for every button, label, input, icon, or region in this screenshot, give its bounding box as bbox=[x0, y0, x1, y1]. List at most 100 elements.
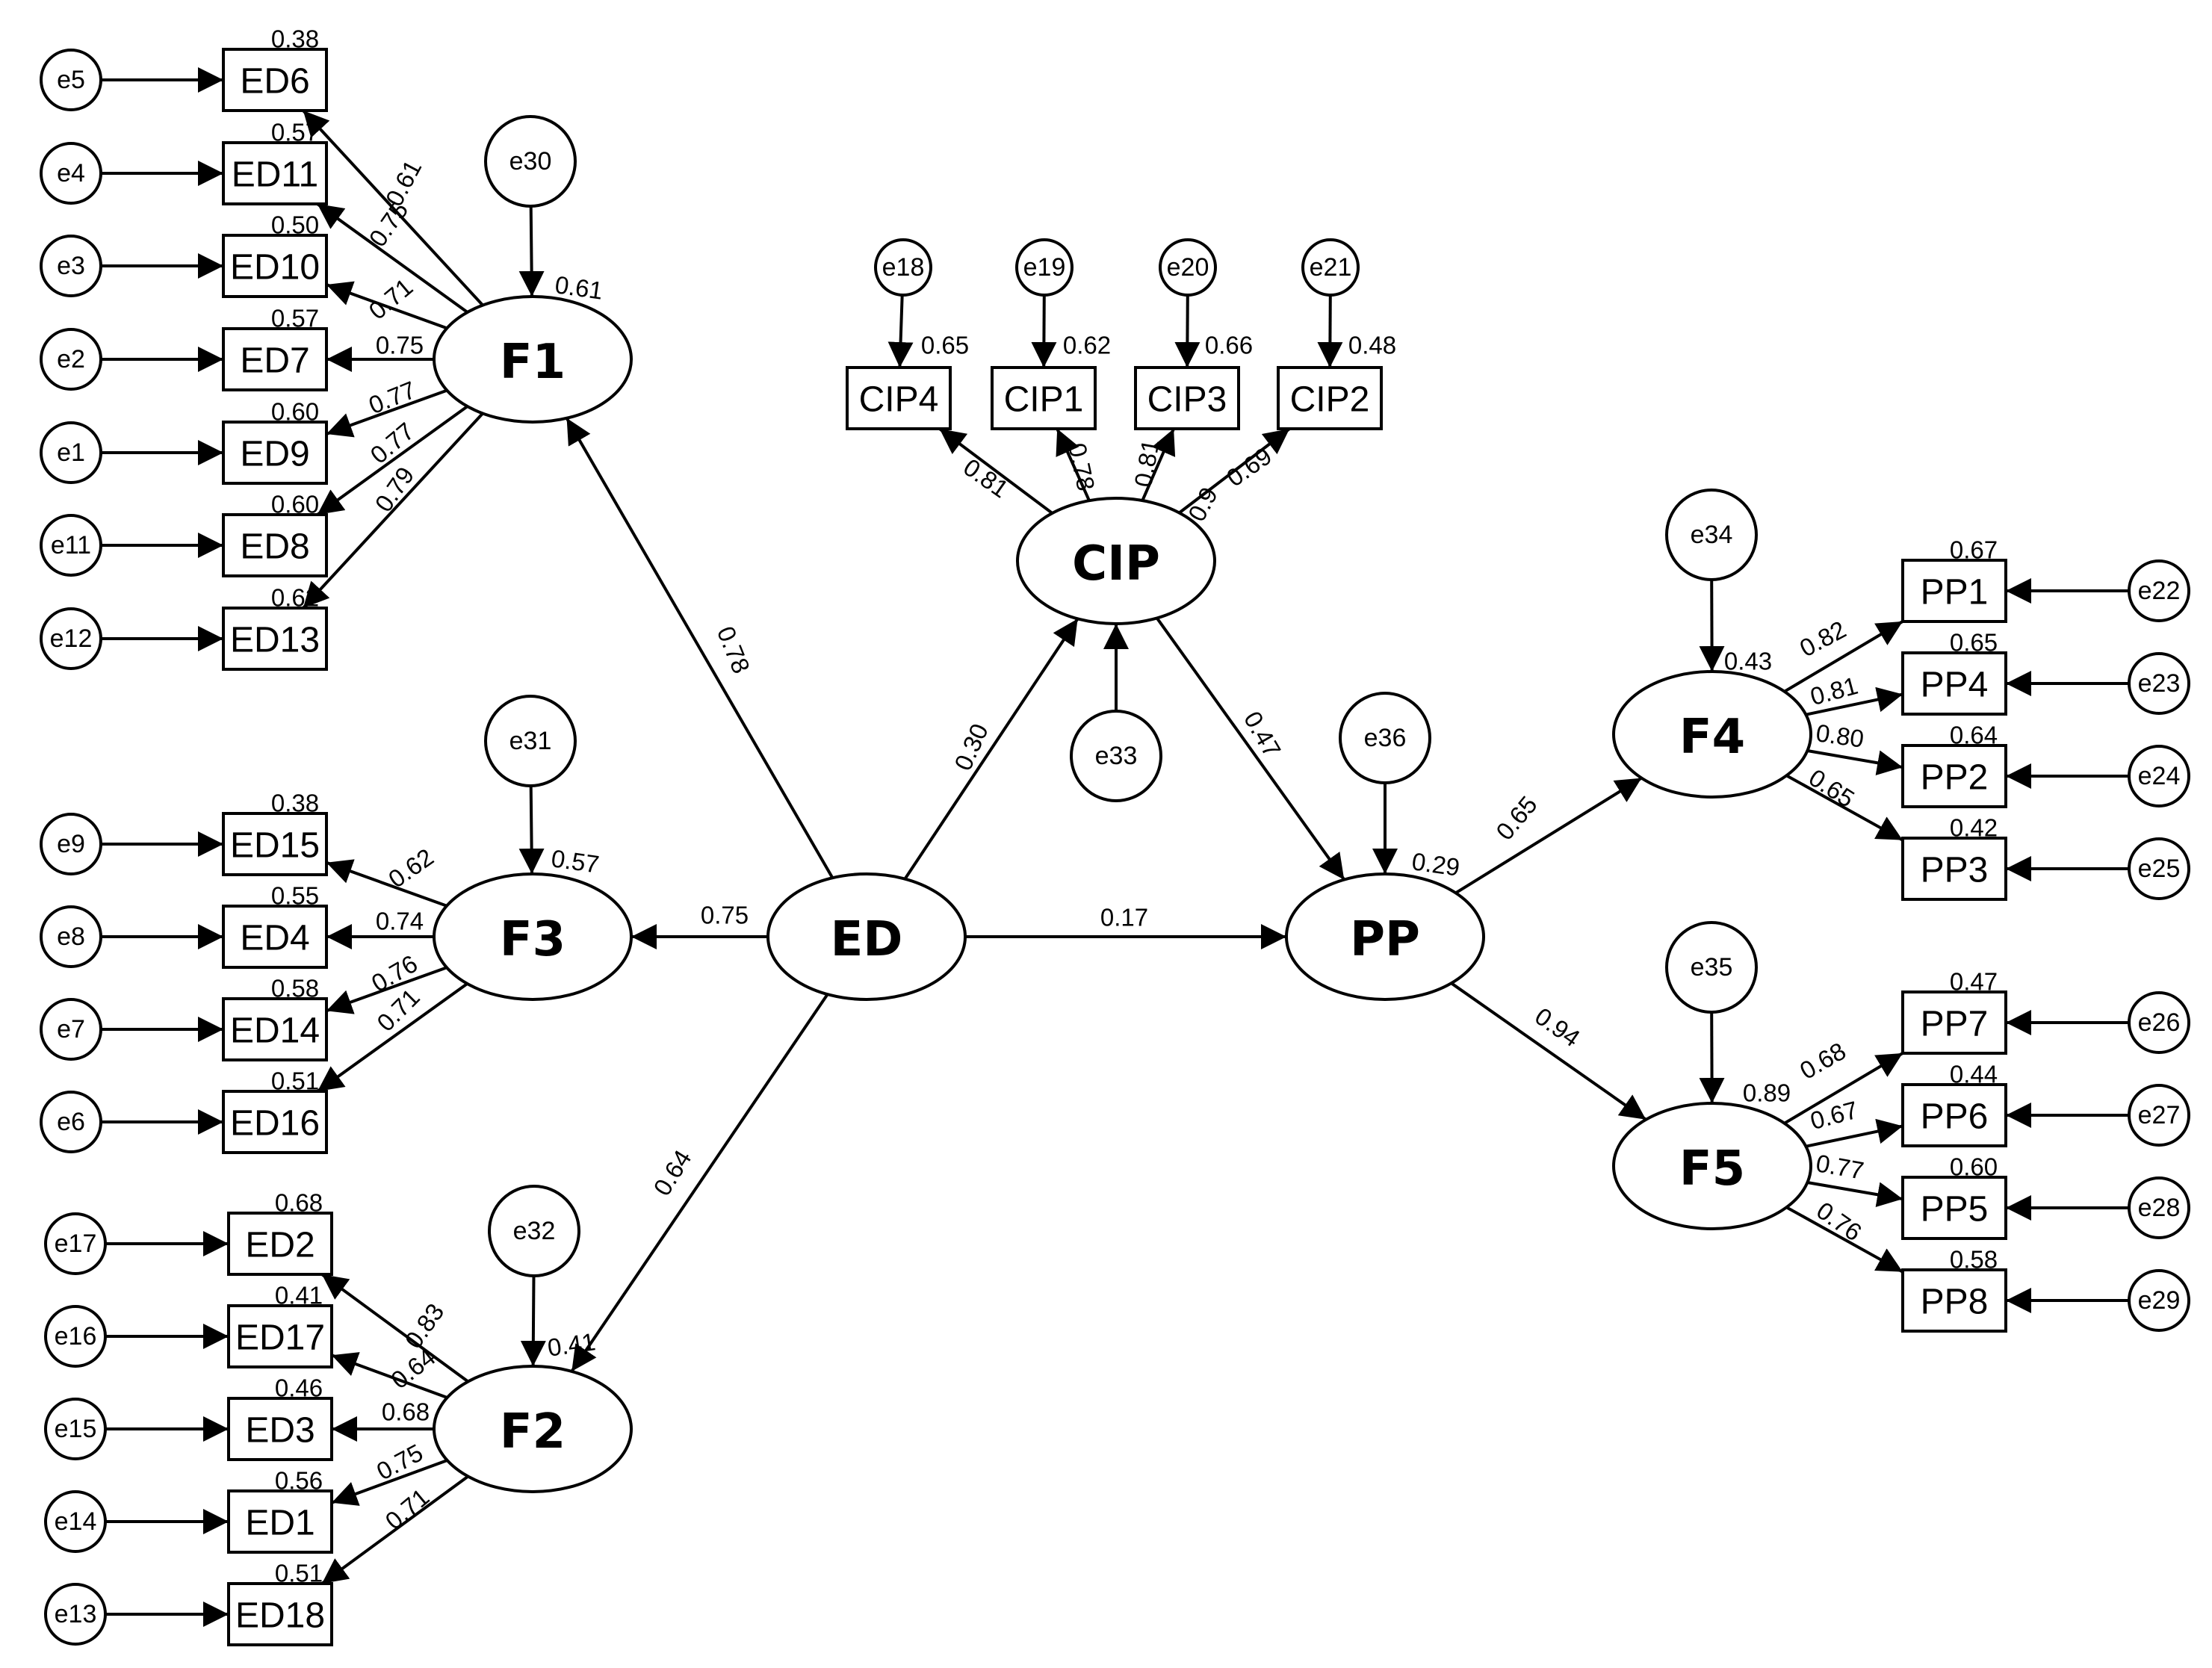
indicator-label-ED2: ED2 bbox=[245, 1226, 315, 1265]
error-label-e14: e14 bbox=[55, 1507, 97, 1536]
loading-value-PP6: 0.67 bbox=[1807, 1096, 1861, 1135]
latent-node-ED bbox=[766, 872, 967, 1001]
labels-layer: e5e4e3e2e1e11e12e9e8e7e6e17e16e15e14e13e… bbox=[50, 25, 2181, 1636]
error-path-e34-to-F4 bbox=[1699, 579, 1725, 672]
r-squared-CIP4: 0.65 bbox=[921, 332, 969, 359]
loading-value-PP3: 0.65 bbox=[1804, 763, 1859, 813]
path-coefficient-ED-to-PP: 0.17 bbox=[1100, 904, 1148, 931]
indicator-box-PP6 bbox=[1901, 1083, 2007, 1147]
latent-label-F1: F1 bbox=[500, 335, 566, 390]
indicator-label-PP7: PP7 bbox=[1921, 1005, 1989, 1044]
loading-path-F3-to-ED15 bbox=[326, 859, 447, 908]
latent-label-F4: F4 bbox=[1679, 710, 1745, 765]
error-label-e21: e21 bbox=[1310, 253, 1352, 282]
indicator-label-ED16: ED16 bbox=[230, 1104, 320, 1144]
structural-path-ED-to-CIP bbox=[903, 618, 1079, 880]
indicator-box-CIP2 bbox=[1277, 366, 1383, 430]
loading-path-F4-to-PP4 bbox=[1805, 686, 1903, 716]
r-squared-ED13: 0.62 bbox=[271, 584, 319, 612]
structural-path-PP-to-F4 bbox=[1454, 776, 1643, 895]
indicator-box-PP2 bbox=[1901, 744, 2007, 808]
error-node-e12 bbox=[40, 607, 102, 670]
indicator-box-ED4 bbox=[222, 905, 328, 969]
indicator-box-ED3 bbox=[227, 1397, 333, 1461]
error-label-e20: e20 bbox=[1167, 253, 1209, 282]
loading-path-F1-to-ED10 bbox=[326, 281, 447, 330]
latent-label-F3: F3 bbox=[500, 912, 566, 967]
error-label-e16: e16 bbox=[55, 1322, 97, 1351]
indicator-box-ED18 bbox=[227, 1582, 333, 1646]
error-node-e14 bbox=[44, 1490, 107, 1553]
indicator-label-CIP3: CIP3 bbox=[1147, 380, 1227, 420]
loading-path-F1-to-ED9 bbox=[326, 388, 447, 438]
error-node-e8 bbox=[40, 905, 102, 968]
loading-path-F4-to-PP1 bbox=[1783, 620, 1904, 693]
loading-path-F2-to-ED18 bbox=[320, 1475, 469, 1585]
r-squared-ED17: 0.41 bbox=[275, 1282, 323, 1309]
r-squared-ED8: 0.60 bbox=[271, 491, 319, 518]
indicator-label-ED13: ED13 bbox=[230, 621, 320, 660]
indicator-label-ED7: ED7 bbox=[240, 341, 309, 381]
error-node-e4 bbox=[40, 142, 102, 205]
loading-value-ED14: 0.76 bbox=[367, 949, 422, 997]
loading-value-CIP1: 0.78 bbox=[1063, 441, 1100, 494]
latent-node-CIP bbox=[1016, 497, 1216, 625]
error-label-e3: e3 bbox=[57, 252, 85, 280]
r-squared-CIP3: 0.66 bbox=[1205, 332, 1253, 359]
error-label-e32: e32 bbox=[513, 1217, 556, 1245]
loading-path-F2-to-ED17 bbox=[331, 1352, 448, 1399]
indicator-box-ED2 bbox=[227, 1212, 333, 1276]
indicator-label-ED8: ED8 bbox=[240, 527, 309, 567]
error-label-e1: e1 bbox=[57, 438, 85, 467]
r-squared-ED1: 0.56 bbox=[275, 1467, 323, 1495]
r-squared-CIP1: 0.62 bbox=[1063, 332, 1111, 359]
loading-path-F1-to-ED13 bbox=[302, 412, 484, 610]
indicator-box-ED15 bbox=[222, 812, 328, 876]
path-coefficient-ED-to-F1: 0.78 bbox=[712, 622, 755, 677]
error-node-e33 bbox=[1070, 710, 1162, 802]
structural-path-ED-to-F1 bbox=[565, 417, 834, 879]
loading-path-CIP-to-CIP1 bbox=[1056, 428, 1091, 502]
error-label-e22: e22 bbox=[2138, 577, 2181, 605]
error-node-e32 bbox=[488, 1185, 580, 1277]
latent-node-F4 bbox=[1612, 670, 1812, 799]
r-squared-F5: 0.89 bbox=[1743, 1079, 1791, 1107]
loading-path-CIP-to-CIP3 bbox=[1141, 428, 1176, 501]
loading-path-F1-to-ED8 bbox=[316, 405, 468, 516]
error-path-e18-to-CIP4 bbox=[887, 294, 914, 368]
r-squared-F1: 0.61 bbox=[554, 270, 605, 305]
path-coefficient-ED-to-CIP: 0.30 bbox=[949, 719, 994, 775]
r-squared-PP3: 0.42 bbox=[1950, 814, 1998, 842]
loading-value-ED4: 0.74 bbox=[376, 908, 424, 935]
latent-node-PP bbox=[1285, 872, 1485, 1001]
error-path-e35-to-F5 bbox=[1699, 1011, 1725, 1104]
r-squared-ED15: 0.38 bbox=[271, 790, 319, 817]
r-squared-PP8: 0.58 bbox=[1950, 1246, 1998, 1274]
r-squared-ED4: 0.55 bbox=[271, 882, 319, 910]
error-node-e7 bbox=[40, 998, 102, 1061]
loading-value-CIP2: 0.69 bbox=[1221, 441, 1277, 492]
error-label-e15: e15 bbox=[55, 1415, 97, 1443]
r-squared-PP1: 0.67 bbox=[1950, 536, 1998, 564]
indicator-box-PP7 bbox=[1901, 990, 2007, 1055]
indicator-box-ED6 bbox=[222, 48, 328, 112]
latent-node-F3 bbox=[433, 872, 633, 1001]
error-label-e35: e35 bbox=[1691, 953, 1733, 982]
indicator-box-ED1 bbox=[227, 1489, 333, 1554]
error-label-e30: e30 bbox=[509, 147, 552, 176]
indicator-box-ED14 bbox=[222, 997, 328, 1061]
indicator-box-CIP3 bbox=[1134, 366, 1240, 430]
loading-path-F3-to-ED16 bbox=[316, 982, 468, 1093]
error-label-e31: e31 bbox=[509, 727, 552, 755]
indicator-label-PP4: PP4 bbox=[1921, 666, 1989, 705]
indicator-label-ED14: ED14 bbox=[230, 1011, 320, 1051]
indicator-box-ED17 bbox=[227, 1304, 333, 1368]
error-path-e32-to-F2 bbox=[520, 1275, 546, 1367]
error-label-e28: e28 bbox=[2138, 1194, 2181, 1222]
loading-value-ED9: 0.77 bbox=[365, 376, 419, 419]
indicator-box-PP4 bbox=[1901, 651, 2007, 716]
latent-label-F2: F2 bbox=[500, 1404, 566, 1460]
error-label-e12: e12 bbox=[50, 624, 93, 653]
error-node-e23 bbox=[2128, 652, 2190, 715]
indicator-label-PP1: PP1 bbox=[1921, 573, 1989, 613]
